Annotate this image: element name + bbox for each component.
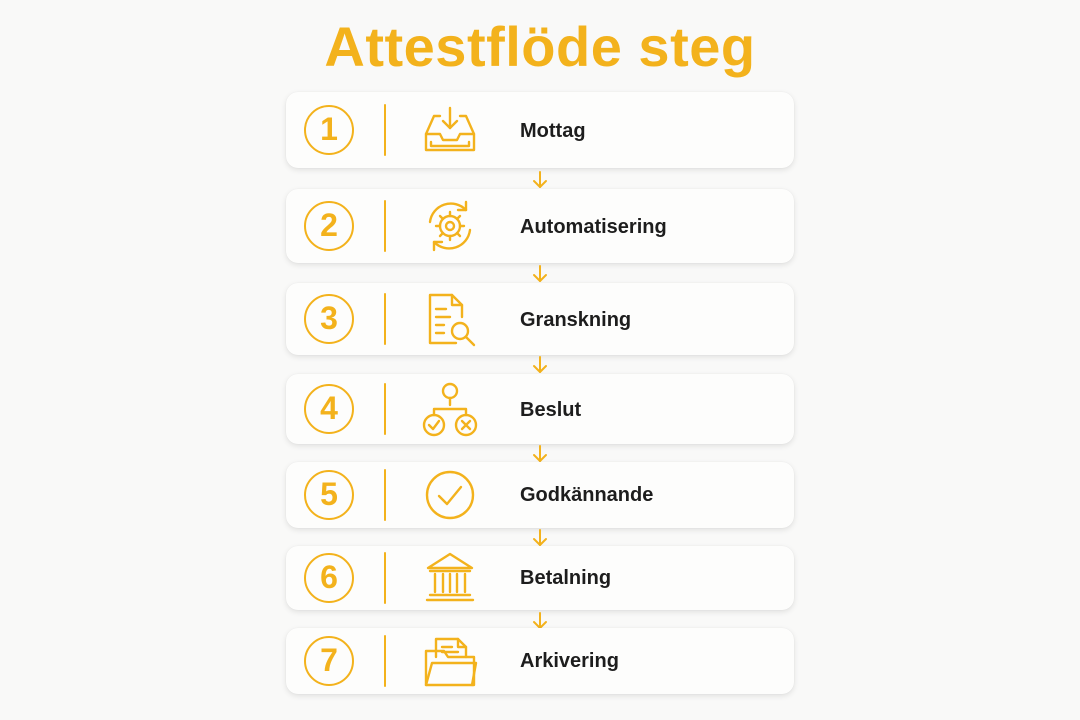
step-number-7: 7 bbox=[304, 636, 354, 686]
step-number-5: 5 bbox=[304, 470, 354, 520]
step-card-6: 6 Betalning bbox=[286, 546, 794, 610]
step-label-2: Automatisering bbox=[520, 216, 667, 238]
step-divider-3 bbox=[384, 293, 386, 345]
step-card-1: 1 Mottag bbox=[286, 92, 794, 168]
step-divider-6 bbox=[384, 552, 386, 604]
flow-arrow-5 bbox=[530, 528, 550, 548]
gear-cycle-icon bbox=[418, 194, 482, 258]
archive-folder-icon bbox=[418, 629, 482, 693]
step-divider-2 bbox=[384, 200, 386, 252]
bank-icon bbox=[418, 546, 482, 610]
check-circle-icon bbox=[418, 463, 482, 527]
step-number-6: 6 bbox=[304, 553, 354, 603]
step-label-1: Mottag bbox=[520, 120, 586, 142]
step-divider-4 bbox=[384, 383, 386, 435]
step-number-4: 4 bbox=[304, 384, 354, 434]
step-label-3: Granskning bbox=[520, 309, 632, 331]
step-card-5: 5 Godkännande bbox=[286, 462, 794, 528]
step-label-6: Betalning bbox=[520, 567, 612, 589]
step-card-7: 7 Arkivering bbox=[286, 628, 794, 694]
inbox-download-icon bbox=[418, 98, 482, 162]
decision-branch-icon bbox=[418, 377, 482, 441]
document-search-icon bbox=[418, 287, 482, 351]
step-divider-5 bbox=[384, 469, 386, 521]
flow-arrow-1 bbox=[530, 170, 550, 190]
page-title: Attestflöde steg bbox=[324, 15, 756, 78]
step-card-2: 2 Automatisering bbox=[286, 189, 794, 263]
step-divider-7 bbox=[384, 635, 386, 687]
step-number-3: 3 bbox=[304, 294, 354, 344]
step-label-4: Beslut bbox=[520, 399, 582, 421]
step-number-1: 1 bbox=[304, 105, 354, 155]
step-card-3: 3 Granskning bbox=[286, 283, 794, 355]
flow-arrow-4 bbox=[530, 444, 550, 464]
step-label-7: Arkivering bbox=[520, 650, 619, 672]
step-divider-1 bbox=[384, 104, 386, 156]
flow-arrow-2 bbox=[530, 264, 550, 284]
flow-arrow-3 bbox=[530, 355, 550, 375]
step-label-5: Godkännande bbox=[520, 484, 654, 506]
step-card-4: 4 Beslut bbox=[286, 374, 794, 444]
step-number-2: 2 bbox=[304, 201, 354, 251]
